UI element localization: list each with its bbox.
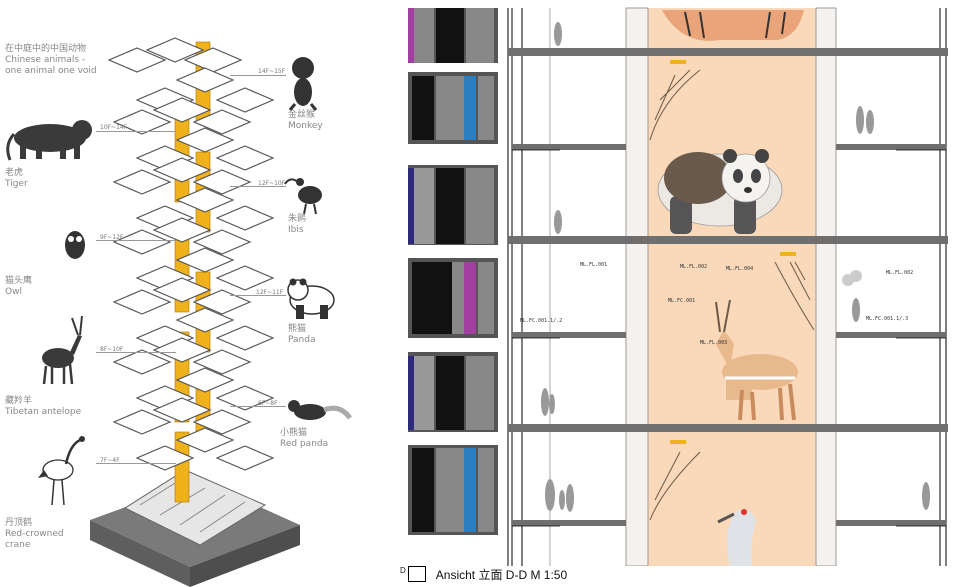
people-silhouettes xyxy=(541,22,930,512)
elevation-drawing xyxy=(408,7,948,566)
tree-branches xyxy=(649,69,815,521)
annotation-tag: ML.FC.001.1/.2 xyxy=(520,318,563,324)
owl-leader xyxy=(96,240,176,241)
crane-illustration xyxy=(717,509,756,566)
annotation-tag: ML.FC.001 xyxy=(668,298,696,304)
panda-icon xyxy=(287,278,335,319)
red-panda-icon xyxy=(288,400,353,420)
ibis-icon xyxy=(284,178,322,215)
owl-icon xyxy=(65,231,85,259)
section-lines xyxy=(507,8,947,566)
red-panda-range: 6F~8F xyxy=(258,400,278,407)
panda-range: 12F~11F xyxy=(256,289,284,296)
podium xyxy=(123,469,267,546)
detail-lines xyxy=(512,149,946,527)
accent-strip xyxy=(670,440,686,444)
atrium-tower-drawing xyxy=(6,37,353,587)
annotation-tag: ML.FL.003 xyxy=(700,340,728,346)
facade-strip xyxy=(408,8,498,535)
section-elevation: ML.FL.001 ML.FL.002 ML.FL.004 ML.FC.001 … xyxy=(400,0,970,587)
accent-strip xyxy=(780,252,796,256)
tiger-illustration xyxy=(662,10,804,41)
tiger-leader xyxy=(96,131,176,132)
ibis-leader xyxy=(230,186,286,187)
column-right xyxy=(815,7,837,566)
antelope-leader xyxy=(96,352,176,353)
section-marker-box xyxy=(407,566,426,582)
red-panda-leader xyxy=(230,406,286,407)
monkey-range: 14F~15F xyxy=(258,68,286,75)
antelope-illustration xyxy=(715,299,798,421)
accent-strip xyxy=(670,60,686,64)
annotation-tag: ML.FL.001 xyxy=(580,262,608,268)
panda-illustration xyxy=(657,149,783,234)
column-left xyxy=(625,7,649,566)
panda-leader xyxy=(230,295,286,296)
annotation-tag: ML.FL.002 xyxy=(886,270,914,276)
annotation-tag: ML.FC.001.1/.3 xyxy=(866,316,909,322)
axonometric-diagram: 在中庭中的中国动物 Chinese animals - one animal o… xyxy=(0,0,380,587)
antelope-range: 8F~10F xyxy=(100,346,124,353)
tiger-range: 10F~14F xyxy=(100,124,128,131)
owl-range: 9F~12F xyxy=(100,234,124,241)
crane-range: 7F~4F xyxy=(100,457,120,464)
base-right xyxy=(190,525,300,587)
floor-slabs xyxy=(508,48,948,526)
crane-leader xyxy=(96,463,176,464)
base-left xyxy=(90,520,190,587)
annotation-tag: ML.FL.004 xyxy=(726,266,754,272)
ibis-range: 12F~10F xyxy=(258,180,286,187)
monkey-leader xyxy=(230,75,286,76)
tiger-icon xyxy=(6,120,92,161)
antelope-icon xyxy=(42,315,83,385)
annotation-tag: ML.FL.002 xyxy=(680,264,708,270)
floor-plates xyxy=(107,37,275,471)
monkey-icon xyxy=(288,57,318,111)
diagram-title: 在中庭中的中国动物 Chinese animals - one animal o… xyxy=(5,44,97,76)
crane-icon xyxy=(38,436,85,506)
